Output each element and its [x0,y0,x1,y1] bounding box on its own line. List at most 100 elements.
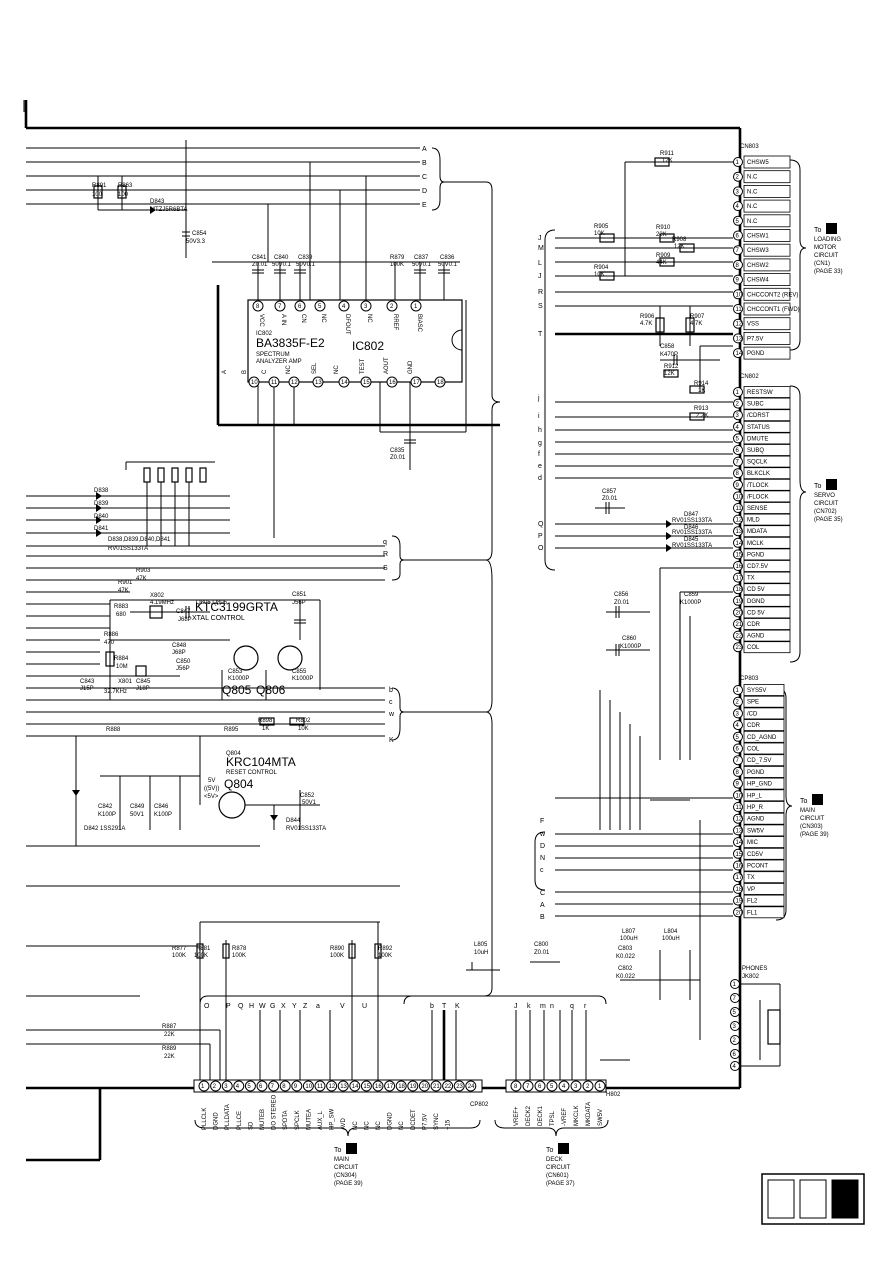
cn803-pin-name: N.C [747,175,758,181]
component-label: C858 [660,344,675,350]
cp803-pin-box [743,754,785,767]
cn802-pin [733,607,743,618]
component-label: RV01SS133TA [672,543,712,549]
destination-line: (CN304) [334,1173,357,1179]
phones-pin [730,1007,740,1017]
destination-line: (PAGE 39) [800,832,829,838]
ic802-pin-name: NC [366,314,372,323]
ic802-pin-number: 2 [390,304,394,310]
cp803-pin-box [743,824,785,837]
signal-letter: d [538,475,542,482]
destination-badge [826,479,837,490]
destination-badge [812,794,823,805]
signal-letter: S [383,565,388,572]
cn802-pin-name: SUBC [747,402,764,408]
cn802-pin-number: 23 [736,645,743,651]
cn802-pin-number: 15 [736,552,743,558]
cp802-pin [442,1080,454,1092]
component-label: C852 [300,793,315,799]
cp802-pin-number: 24 [468,1084,475,1090]
cn803-pin [733,318,743,329]
cn803-pin-number: 10 [736,292,743,298]
destination-line: (CN702) [814,509,837,515]
phones-pin-number: 4 [733,1064,737,1070]
cp802-pin-name: PLLCLK [202,1108,208,1130]
ic802-pin-name: NC [286,365,292,374]
signal-letter: b [389,687,393,694]
component-label: Z0.01 [390,455,406,461]
destination-badge-letter: B [349,1147,354,1154]
component-label: R895 [224,727,239,733]
cn803-pin-number: 6 [736,234,740,240]
cp803-pin-number: 9 [736,782,740,788]
component-label: K0.022 [616,954,636,960]
cp803-pin [733,837,743,848]
cn803-pin [733,157,743,167]
component-label: L805 [474,942,488,948]
ic802-center-label: IC802 [352,339,384,353]
ic802-pin-name: A [222,370,228,374]
cp803-pin-number: 11 [736,805,743,811]
ic802-pin [434,376,446,388]
ic802-pin-number: 6 [298,304,302,310]
cp803-pin-name: AGND [747,817,765,823]
cp803-pin-name: FL2 [747,899,758,905]
cn803-pin-number: 8 [736,263,740,269]
cn802-pin-box [743,455,791,468]
cn803-pin-name: N.C [747,219,758,225]
cn802-pin [733,572,743,583]
cn802-pin-number: 13 [736,529,743,535]
cp803-pin-number: 3 [736,711,740,717]
cp802-pin [326,1080,338,1092]
signal-letter: D [422,188,427,195]
cn803-pin-number: 5 [736,219,740,225]
component-label: C800 [534,942,549,948]
cp803-pin-name: /CD [747,711,758,717]
main-buses [23,100,742,1162]
ic802-func-2: ANALYZER AMP [256,359,302,365]
component-label: 50V1 [130,812,145,818]
cp802-pin [430,1080,442,1092]
ic802-pin-number: 16 [389,380,396,386]
cn802-pin-name: MLD [747,518,760,524]
component-label: 22K [656,232,667,238]
cn803-pin-number: 12 [736,322,743,328]
cp802-pin [407,1080,419,1092]
cn803-pin-box [743,346,791,360]
component-label: 100 [118,192,129,198]
cp803-pin [733,813,743,824]
q806-symbol [277,645,303,671]
destination-badge-letter: C [561,1147,566,1154]
component-label: 4.7K [690,321,702,327]
component-label: C850 [176,659,191,665]
signal-letter: g [538,440,542,447]
cn802-pin-name: DGND [747,599,765,605]
reset-control-label: RESET CONTROL [226,770,278,776]
component-label: D847 [684,512,699,518]
cp802-pin [221,1080,233,1092]
h802-pin-number: 5 [550,1084,554,1090]
destination-line: (PAGE 35) [814,517,843,523]
component-label: 50V0.1 [438,262,458,268]
signal-letter: w [539,831,546,838]
cn802-pin-number: 22 [736,634,743,640]
cn803-pin-name: N.C [747,189,758,195]
cp802-pin-number: 2 [213,1084,217,1090]
cn802-pin-number: 12 [736,518,743,524]
component-label: C848 [172,643,187,649]
component-label: 100K [232,953,246,959]
cn803-pin-number: 9 [736,278,740,284]
cn803-pin [733,259,743,270]
component-label: K1000P [620,644,641,650]
h802-pin-name: VREF+ [514,1106,520,1126]
cp803-pin-box [743,847,785,860]
component-label: J68P [178,617,192,623]
q805-label: Q805 [222,683,252,697]
ic802-pin [338,300,350,312]
cn803-pin-name: CHSW4 [747,278,769,284]
component-label: C847 [176,609,191,615]
cp803-pin [733,755,743,766]
